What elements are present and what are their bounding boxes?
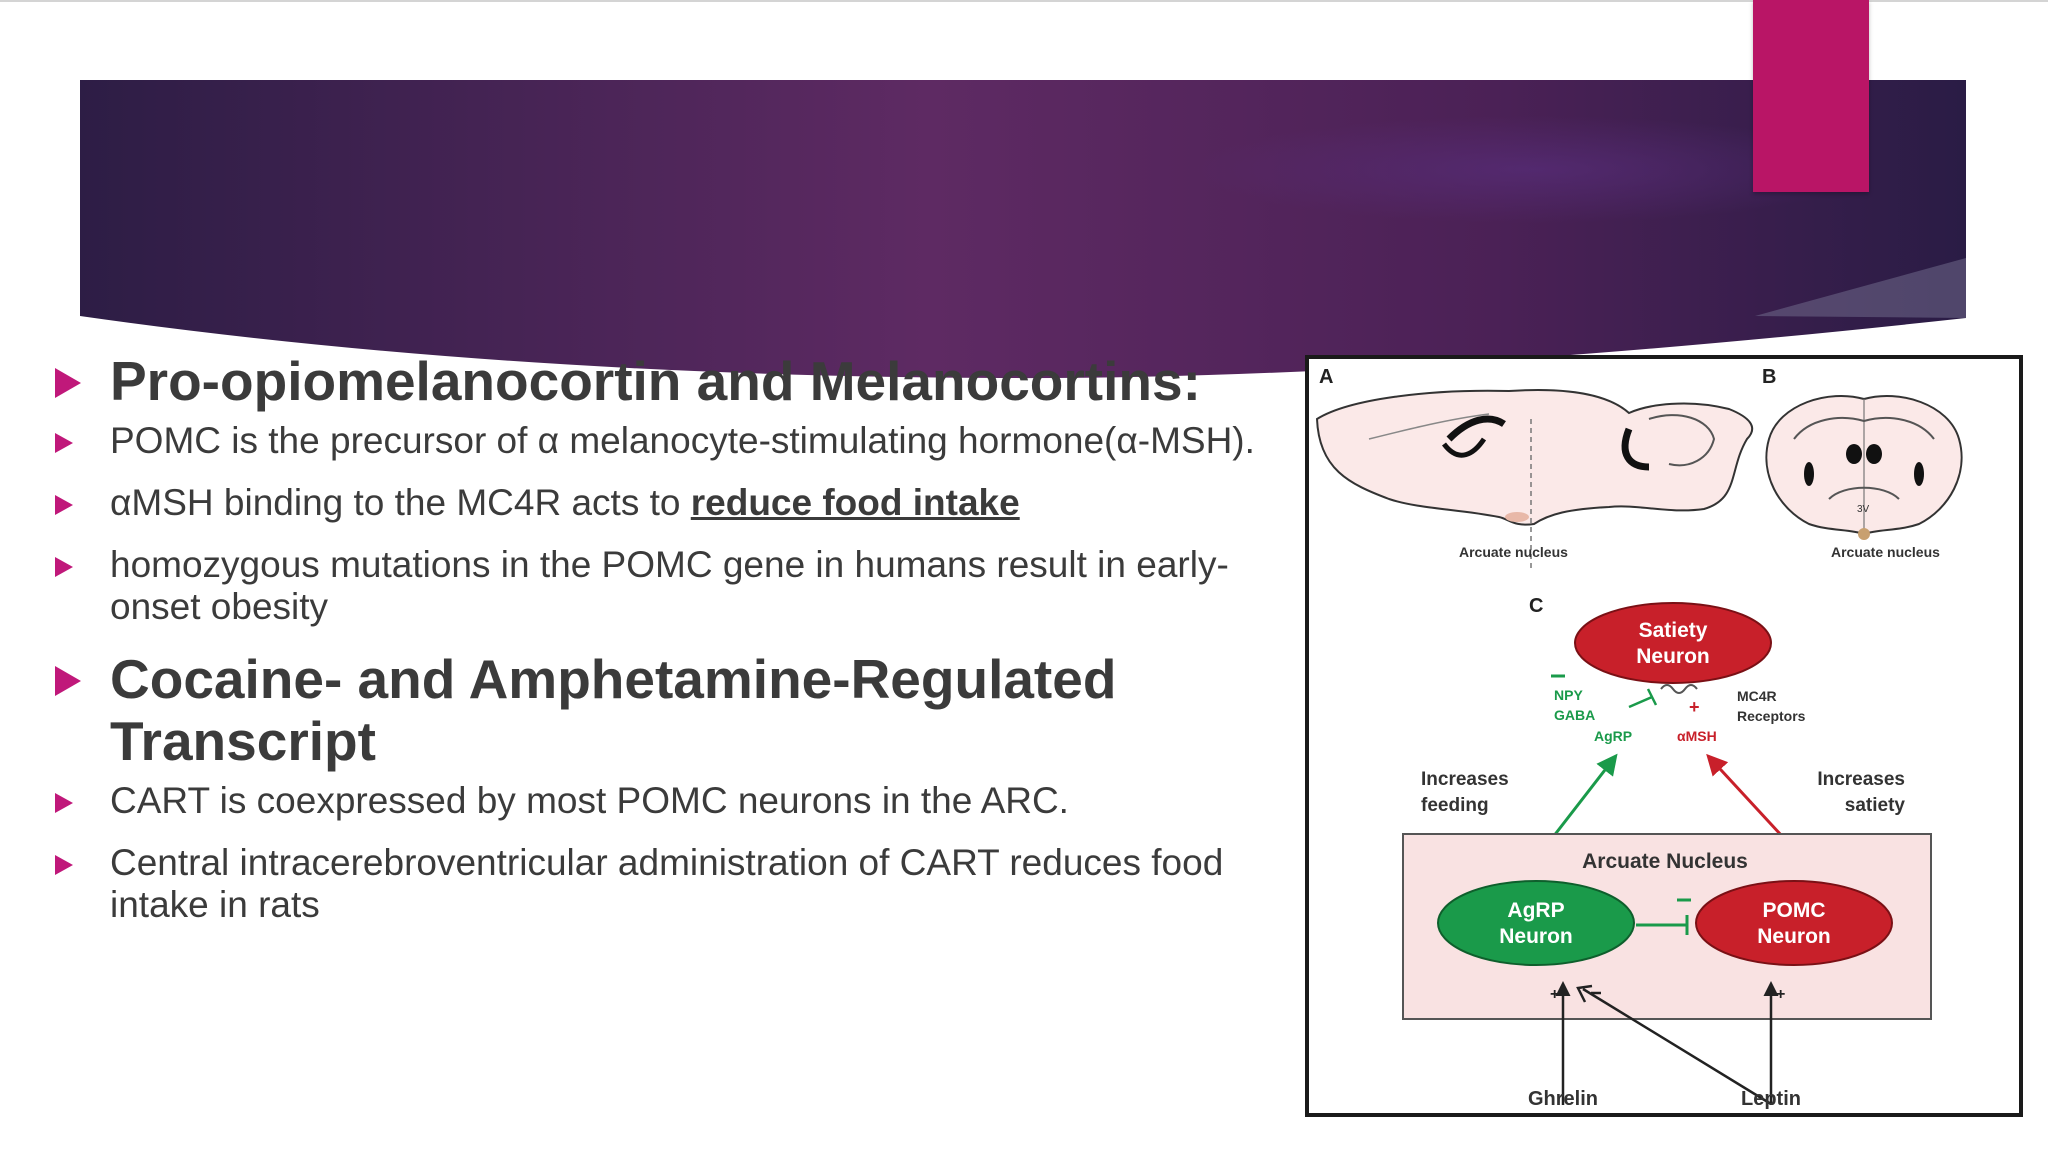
- agrp-neuron-line1: AgRP: [1507, 899, 1564, 922]
- leptin-label: Leptin: [1741, 1088, 1801, 1110]
- gaba-label: GABA: [1554, 707, 1595, 723]
- bullet-homozygous-mutations: homozygous mutations in the POMC gene in…: [55, 544, 1275, 628]
- mc4r-receptor-icon: [1660, 684, 1698, 694]
- top-rule: [0, 0, 2048, 2]
- pomc-neuron-line1: POMC: [1763, 899, 1826, 922]
- agrp-neuron-shape: [1437, 880, 1635, 966]
- bullet-text: αMSH binding to the MC4R acts to reduce …: [110, 482, 1275, 524]
- increases-satiety-line2: satiety: [1845, 795, 1906, 816]
- sagittal-brain-drawing: [1315, 388, 1754, 569]
- pomc-neuron-shape: [1695, 880, 1893, 966]
- neuron-circuit-figure: A Arcuate nucleus B 3V Arcuate nucleus: [1305, 355, 2023, 1117]
- mc4r-line2: Receptors: [1737, 708, 1806, 724]
- bullet-cart-coexpressed: CART is coexpressed by most POMC neurons…: [55, 780, 1275, 822]
- bullet-arrow-icon: [55, 855, 73, 875]
- increases-satiety-line1: Increases: [1817, 769, 1905, 790]
- arcuate-label-a: Arcuate nucleus: [1459, 544, 1568, 560]
- coronal-brain-drawing: [1765, 395, 1963, 540]
- increases-feeding-line1: Increases: [1421, 769, 1509, 790]
- satiety-neuron-shape: [1574, 602, 1772, 684]
- panel-c-label: C: [1529, 595, 1543, 617]
- heading-text: Cocaine- and Amphetamine-Regulated Trans…: [110, 648, 1117, 772]
- inhibition-icon: [1628, 688, 1658, 709]
- ghrelin-plus-icon: +: [1550, 986, 1559, 1003]
- bullet-arrow-icon: [55, 495, 73, 515]
- mc4r-line1: MC4R: [1737, 688, 1777, 704]
- npy-label: NPY: [1554, 687, 1583, 703]
- bullet-text-prefix: αMSH binding to the MC4R acts to: [110, 482, 691, 523]
- bullet-arrow-icon: [55, 793, 73, 813]
- title-banner: [80, 80, 1966, 379]
- bullet-arrow-icon: [55, 666, 81, 696]
- panel-a-label: A: [1319, 366, 1333, 388]
- bullet-pomc-precursor: POMC is the precursor of α melanocyte-st…: [55, 420, 1275, 462]
- agrp-neuron-line2: Neuron: [1499, 925, 1573, 948]
- third-ventricle-label: 3V: [1857, 504, 1870, 515]
- heading-text: Pro-opiomelanocortin and Melanocortins:: [110, 350, 1201, 412]
- agrp-inhibits-pomc-icon: [1636, 915, 1689, 935]
- heading-pomc: Pro-opiomelanocortin and Melanocortins:: [55, 350, 1275, 412]
- bullet-arrow-icon: [55, 368, 81, 398]
- bullet-cart-administration: Central intracerebroventricular administ…: [55, 842, 1275, 926]
- arcuate-label-b: Arcuate nucleus: [1831, 544, 1940, 560]
- bullet-text: Central intracerebroventricular administ…: [110, 842, 1224, 925]
- pomc-neuron-line2: Neuron: [1757, 925, 1831, 948]
- bullet-amsh-binding: αMSH binding to the MC4R acts to reduce …: [55, 482, 1275, 524]
- bullet-arrow-icon: [55, 557, 73, 577]
- bullet-text: homozygous mutations in the POMC gene in…: [110, 544, 1229, 627]
- bullet-arrow-icon: [55, 433, 73, 453]
- leptin-plus-icon: +: [1776, 986, 1785, 1003]
- bullet-text: CART is coexpressed by most POMC neurons…: [110, 780, 1069, 821]
- bullet-list: Pro-opiomelanocortin and Melanocortins: …: [55, 350, 1275, 946]
- arcuate-nucleus-label: Arcuate Nucleus: [1582, 850, 1748, 873]
- satiety-neuron-line1: Satiety: [1639, 619, 1708, 642]
- leptin-inhibits-agrp-icon: [1576, 984, 1772, 1106]
- accent-tab: [1753, 0, 1869, 192]
- plus-icon: +: [1689, 697, 1700, 717]
- ghrelin-label: Ghrelin: [1528, 1088, 1598, 1110]
- amsh-label: αMSH: [1677, 728, 1717, 744]
- increases-feeding-line2: feeding: [1421, 795, 1489, 816]
- bullet-text: POMC is the precursor of α melanocyte-st…: [110, 420, 1255, 461]
- satiety-neuron-line2: Neuron: [1636, 645, 1710, 668]
- agrp-label: AgRP: [1594, 728, 1632, 744]
- panel-b-label: B: [1762, 366, 1776, 388]
- highlight-reduce-food-intake: reduce food intake: [690, 482, 1020, 523]
- heading-cart: Cocaine- and Amphetamine-Regulated Trans…: [55, 648, 1275, 772]
